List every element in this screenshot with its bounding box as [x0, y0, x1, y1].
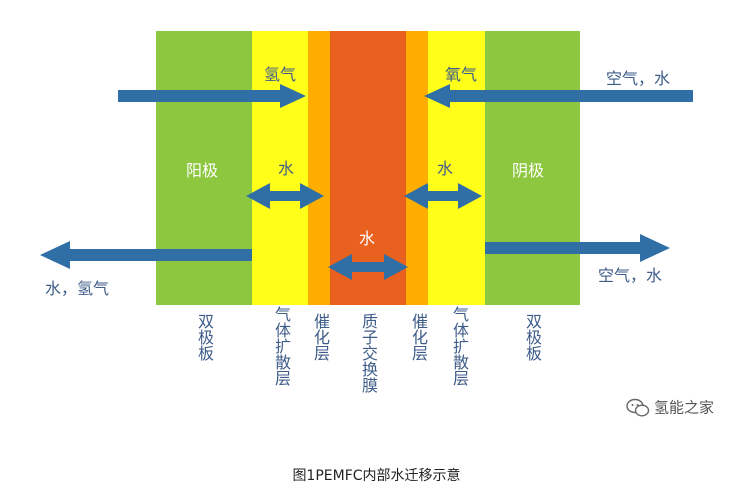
catalyst-layer-right-label: 催化层 — [409, 313, 428, 361]
oxygen-label: 氧气 — [445, 65, 478, 84]
gas-diffusion-layer-right-label: 气体扩散层 — [450, 306, 469, 386]
air-water-outflow-arrow — [485, 234, 670, 262]
bipolar-plate-right-label: 双极板 — [523, 313, 542, 361]
air-water-in-label: 空气，水 — [606, 69, 671, 88]
watermark-text: 氢能之家 — [654, 398, 715, 417]
gas-diffusion-layer-left — [252, 31, 308, 305]
watermark: 氢能之家 — [626, 398, 714, 418]
hydrogen-label: 氢气 — [264, 65, 297, 84]
air-water-out-label: 空气，水 — [598, 266, 663, 285]
air-water-inflow-arrow — [424, 84, 693, 108]
figure-caption: 图1PEMFC内部水迁移示意 — [292, 468, 461, 484]
water-exchange-arrow-center — [328, 254, 408, 280]
catalyst-layer-left-label: 催化层 — [311, 313, 330, 361]
cathode-label: 阴极 — [512, 161, 545, 180]
water-exchange-arrow-right — [404, 183, 482, 209]
hydrogen-inflow-arrow — [118, 84, 306, 108]
water-label-center: 水 — [359, 229, 376, 248]
water-label-right: 水 — [437, 159, 454, 178]
catalyst-layer-left — [308, 31, 330, 305]
membrane-label: 质子交换膜 — [359, 313, 378, 393]
anode-label: 阳极 — [186, 161, 219, 180]
water-hydrogen-out-label: 水，氢气 — [45, 279, 110, 298]
gas-diffusion-layer-right — [428, 31, 485, 305]
bipolar-plate-right — [485, 31, 580, 305]
catalyst-layer-right — [406, 31, 428, 305]
water-label-left: 水 — [278, 159, 295, 178]
bipolar-plate-left-label: 双极板 — [195, 313, 214, 361]
water-hydrogen-outflow-arrow — [40, 241, 252, 269]
gas-diffusion-layer-left-label: 气体扩散层 — [272, 306, 291, 386]
water-exchange-arrow-left — [246, 183, 324, 209]
wechat-icon — [626, 398, 650, 417]
